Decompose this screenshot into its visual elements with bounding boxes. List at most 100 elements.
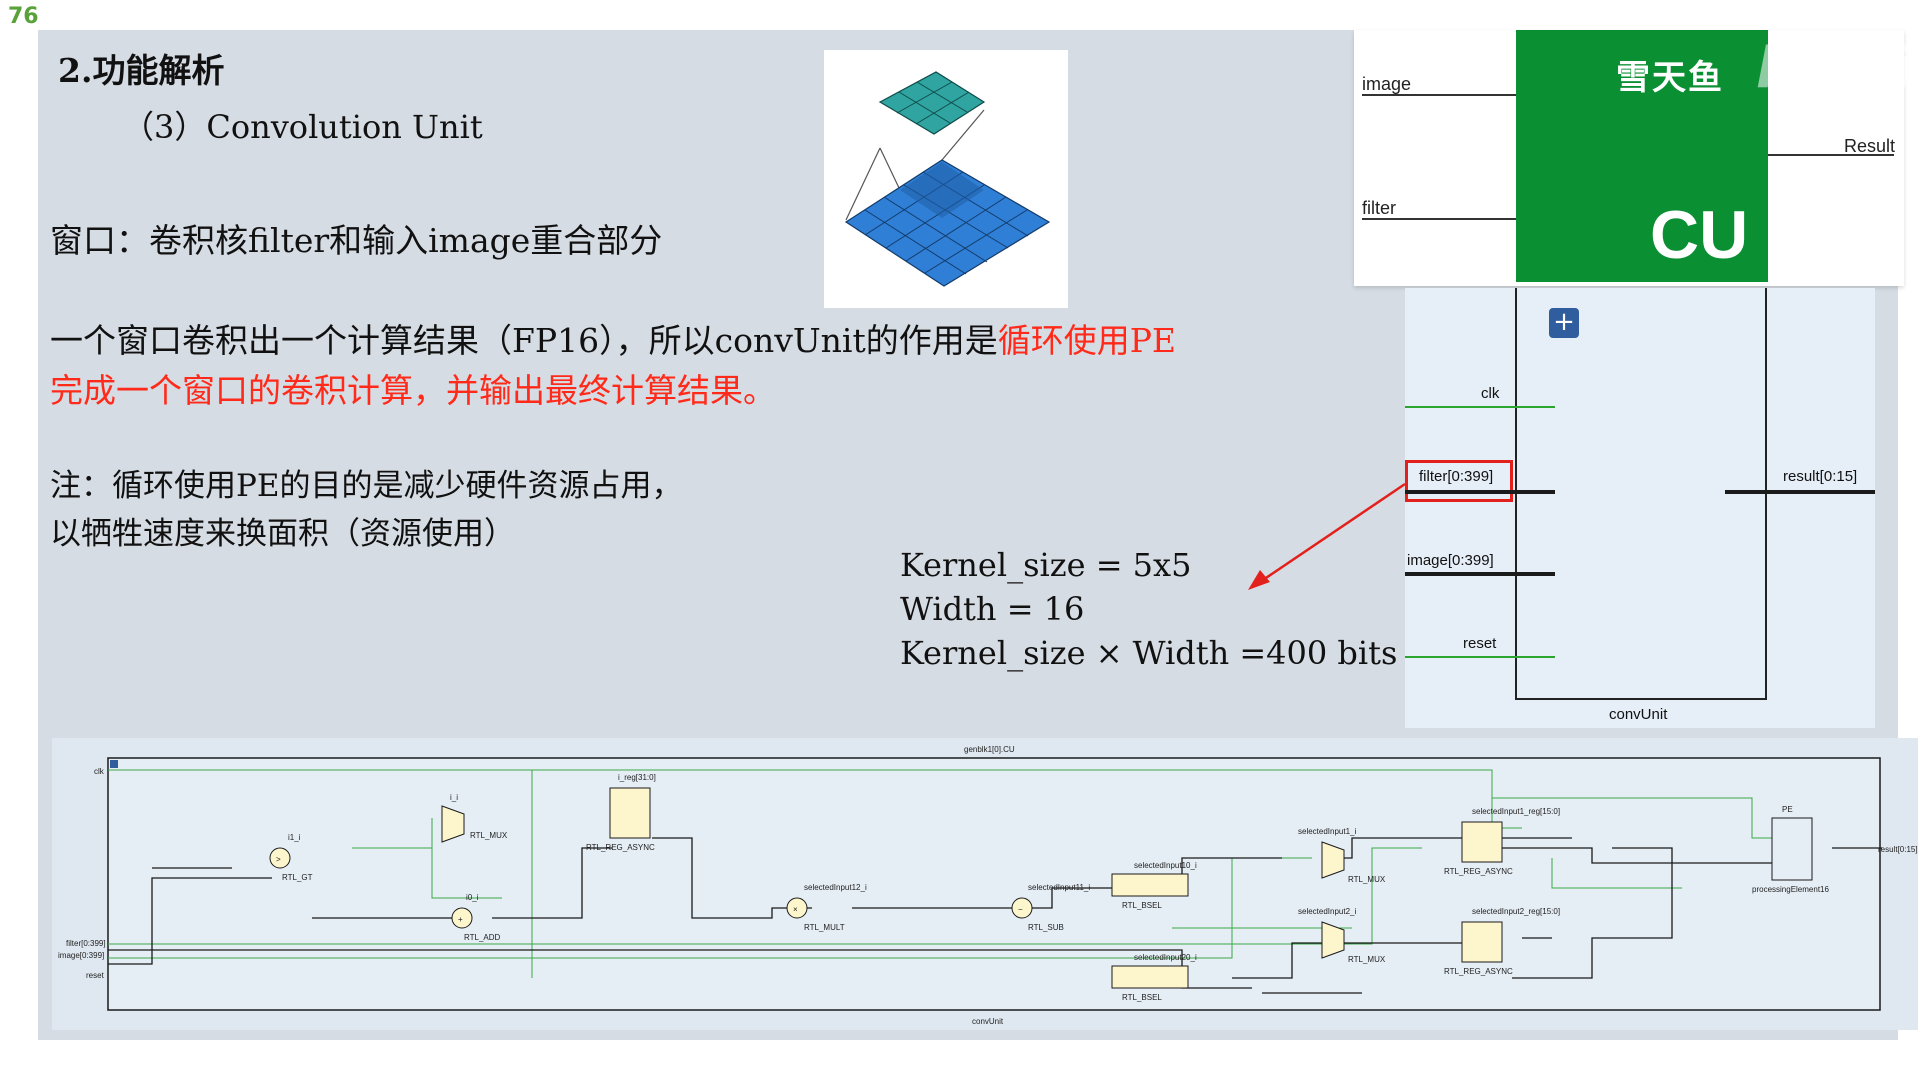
cell-sub-type: RTL_SUB	[1028, 923, 1064, 932]
cell-i1-gt: i1_i > RTL_GT	[269, 833, 313, 882]
schematic-expand-icon[interactable]	[110, 760, 118, 768]
port-clk-label: clk	[1481, 385, 1500, 402]
cell-reg1-name: selectedInput1_reg[15:0]	[1472, 807, 1560, 816]
cell-i1-name: i1_i	[288, 833, 301, 842]
cell-ireg-name: i_reg[31:0]	[618, 773, 656, 782]
schematic-title: genblk1[0].CU	[964, 745, 1015, 754]
cu-boundary	[107, 757, 1881, 1011]
window-overlap	[900, 162, 984, 218]
cell-pe-name: PE	[1782, 805, 1793, 814]
cell-sub-op: −	[1018, 905, 1023, 914]
port-result-label: result[0:15]	[1783, 468, 1858, 485]
cu-image-wire	[1362, 94, 1516, 96]
cell-mux2: selectedInput2_i RTL_MUX	[1298, 907, 1386, 964]
sch-port-clk: clk	[94, 767, 105, 776]
cu-input-image-label: image	[1362, 74, 1412, 94]
cell-mux1: selectedInput1_i RTL_MUX	[1298, 827, 1386, 884]
cu-block-diagram: image filter 雪天鱼 bilibili CU Result	[1354, 30, 1920, 286]
cell-i1-type: RTL_GT	[282, 873, 313, 882]
cell-bsel2-name: selectedInput20_i	[1134, 953, 1197, 962]
cell-reg2-type: RTL_REG_ASYNC	[1444, 967, 1513, 976]
sch-port-filter: filter[0:399]	[66, 939, 106, 948]
cell-i0-op: +	[458, 915, 463, 924]
port-reset-label: reset	[1463, 635, 1497, 652]
cell-i-reg: i_reg[31:0] RTL_REG_ASYNC	[586, 773, 656, 852]
result-line-1-black: 一个窗口卷积出一个计算结果（FP16），所以convUnit的作用是	[50, 321, 998, 360]
width-text: Width = 16	[900, 590, 1085, 628]
cu-filter-wire	[1362, 218, 1516, 220]
output-grid-lines	[896, 81, 970, 125]
cell-ireg-type: RTL_REG_ASYNC	[586, 843, 655, 852]
result-line-1: 一个窗口卷积出一个计算结果（FP16），所以convUnit的作用是循环使用PE	[50, 314, 1176, 362]
cell-bsel1: selectedInput10_i RTL_BSEL	[1111, 861, 1197, 910]
note-line-2: 以牺牲速度来换面积（资源使用）	[50, 516, 515, 552]
port-image-bus	[1405, 572, 1555, 576]
cell-mult-op: ×	[793, 905, 798, 914]
cell-i0-add: i0_i + RTL_ADD	[451, 893, 501, 942]
result-line-1-red: 循环使用PE	[997, 321, 1177, 360]
cell-i0-type: RTL_ADD	[464, 933, 501, 942]
module-name-label: convUnit	[1609, 706, 1668, 723]
section-subheading: （3）Convolution Unit	[122, 108, 483, 146]
port-clk-wire	[1405, 406, 1555, 408]
cell-mux2-name: selectedInput2_i	[1298, 907, 1356, 916]
result-line-2: 完成一个窗口的卷积计算，并输出最终计算结果。	[50, 371, 776, 410]
cu-green-block: 雪天鱼 bilibili CU	[1516, 30, 1920, 282]
input-grid	[844, 159, 1051, 287]
cell-bsel1-type: RTL_BSEL	[1122, 901, 1162, 910]
bilibili-logo: bilibili	[1756, 36, 1920, 101]
page-number: 76	[8, 4, 39, 29]
port-result-bus	[1725, 490, 1875, 494]
cell-i-mux: i_i RTL_MUX	[441, 793, 508, 843]
port-filter-label: filter[0:399]	[1419, 468, 1494, 485]
cell-mux2-type: RTL_MUX	[1348, 955, 1386, 964]
window-definition: 窗口：卷积核filter和输入image重合部分	[50, 221, 663, 260]
schematic-footer: convUnit	[972, 1017, 1004, 1026]
watermark-text: 雪天鱼	[1616, 58, 1724, 98]
cell-mux1-name: selectedInput1_i	[1298, 827, 1356, 836]
rtl-schematic: genblk1[0].CU convUnit clk filter[0:399]…	[52, 738, 1918, 1030]
port-filter-bus	[1405, 490, 1555, 494]
cu-result-wire	[1768, 154, 1894, 156]
cell-i-type: RTL_MUX	[470, 831, 508, 840]
cell-mult-name: selectedInput12_i	[804, 883, 867, 892]
cell-reg2: selectedInput2_reg[15:0] RTL_REG_ASYNC	[1444, 907, 1560, 976]
cu-output-result-label: Result	[1844, 136, 1896, 156]
cell-pe-type: processingElement16	[1752, 885, 1829, 894]
section-heading: 2.功能解析	[58, 51, 225, 90]
total-bits-text: Kernel_size × Width =400 bits	[900, 634, 1398, 672]
annotation-arrow	[1248, 482, 1406, 590]
cu-input-filter-label: filter	[1362, 198, 1397, 218]
cell-i0-name: i0_i	[466, 893, 479, 902]
cell-bsel1-name: selectedInput10_i	[1134, 861, 1197, 870]
cell-bsel2-type: RTL_BSEL	[1122, 993, 1162, 1002]
cell-sub-name: selectedInput11_i	[1028, 883, 1090, 892]
cu-title: CU	[1650, 197, 1749, 273]
cell-reg1: selectedInput1_reg[15:0] RTL_REG_ASYNC	[1444, 807, 1560, 876]
port-reset-wire	[1405, 656, 1555, 658]
port-image-label: image[0:399]	[1407, 552, 1494, 569]
cell-bsel2: selectedInput20_i RTL_BSEL	[1111, 953, 1197, 1002]
module-body	[1515, 288, 1767, 700]
output-grid	[878, 71, 986, 135]
filter-port-highlight	[1405, 460, 1513, 502]
kernel-params: Kernel_size = 5x5 Width = 16 Kernel_size…	[900, 543, 1397, 675]
kernel-size-text: Kernel_size = 5x5	[900, 546, 1192, 584]
sch-port-reset: reset	[86, 971, 105, 980]
cell-mult-type: RTL_MULT	[804, 923, 845, 932]
convunit-module-panel: + clk filter[0:399] image[0:399] reset r…	[1405, 288, 1875, 728]
convolution-illustration	[824, 50, 1068, 308]
green-nets	[108, 769, 1772, 978]
cell-pe: PE processingElement16	[1752, 805, 1829, 894]
cell-i-name: i_i	[450, 793, 458, 802]
note-line-1: 注：循环使用PE的目的是减少硬件资源占用，	[50, 468, 683, 504]
cell-sub: selectedInput11_i − RTL_SUB	[1011, 883, 1090, 932]
convolution-graphic	[844, 71, 1051, 287]
expand-plus-icon[interactable]: +	[1549, 308, 1579, 338]
cell-mux1-type: RTL_MUX	[1348, 875, 1386, 884]
cell-reg2-name: selectedInput2_reg[15:0]	[1472, 907, 1560, 916]
sch-port-result: result[0:15]	[1878, 845, 1918, 854]
cell-i1-op: >	[276, 855, 281, 864]
sch-port-image: image[0:399]	[58, 951, 104, 960]
cell-reg1-type: RTL_REG_ASYNC	[1444, 867, 1513, 876]
